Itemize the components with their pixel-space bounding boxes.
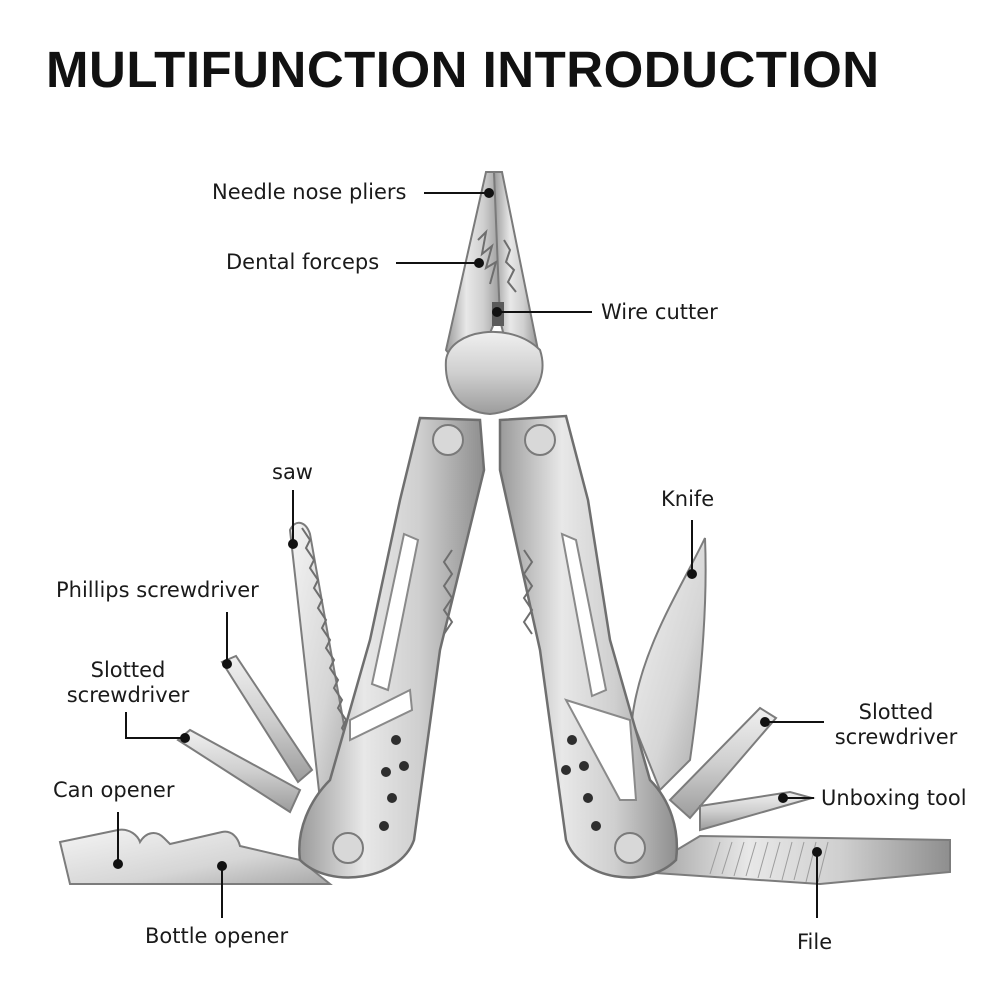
label-unboxing-tool: Unboxing tool (821, 786, 967, 810)
label-dental-forceps: Dental forceps (226, 250, 380, 274)
page-title: MULTIFUNCTION INTRODUCTION (46, 41, 880, 98)
leader-lines (117, 192, 824, 918)
leader-dots (113, 188, 822, 871)
label-slotted-screwdriver-right-line1: Slotted (858, 700, 934, 724)
label-needle-nose-pliers: Needle nose pliers (212, 180, 407, 204)
phillips-screwdriver-tool (220, 654, 314, 784)
label-saw: saw (272, 460, 313, 484)
leader-slotted-left (125, 712, 185, 739)
label-knife: Knife (661, 487, 715, 511)
label-wire-cutter: Wire cutter (601, 300, 718, 324)
label-slotted-screwdriver-right: Slotted screwdriver (828, 700, 964, 750)
plier-jaws (444, 171, 544, 416)
right-tools (630, 537, 951, 886)
label-slotted-screwdriver-right-line2: screwdriver (834, 725, 958, 749)
right-handle (498, 414, 679, 879)
label-phillips-screwdriver: Phillips screwdriver (56, 578, 259, 602)
label-file: File (797, 930, 833, 954)
label-bottle-opener: Bottle opener (145, 924, 289, 948)
slotted-screwdriver-right-tool (668, 706, 778, 820)
label-slotted-screwdriver-left: Slotted screwdriver (60, 658, 196, 708)
file-tool (636, 834, 951, 886)
label-slotted-screwdriver-left-line1: Slotted (90, 658, 166, 682)
label-can-opener: Can opener (53, 778, 175, 802)
left-handle (298, 416, 486, 879)
bottle-opener-tool (58, 828, 333, 885)
label-slotted-screwdriver-left-line2: screwdriver (66, 683, 190, 707)
